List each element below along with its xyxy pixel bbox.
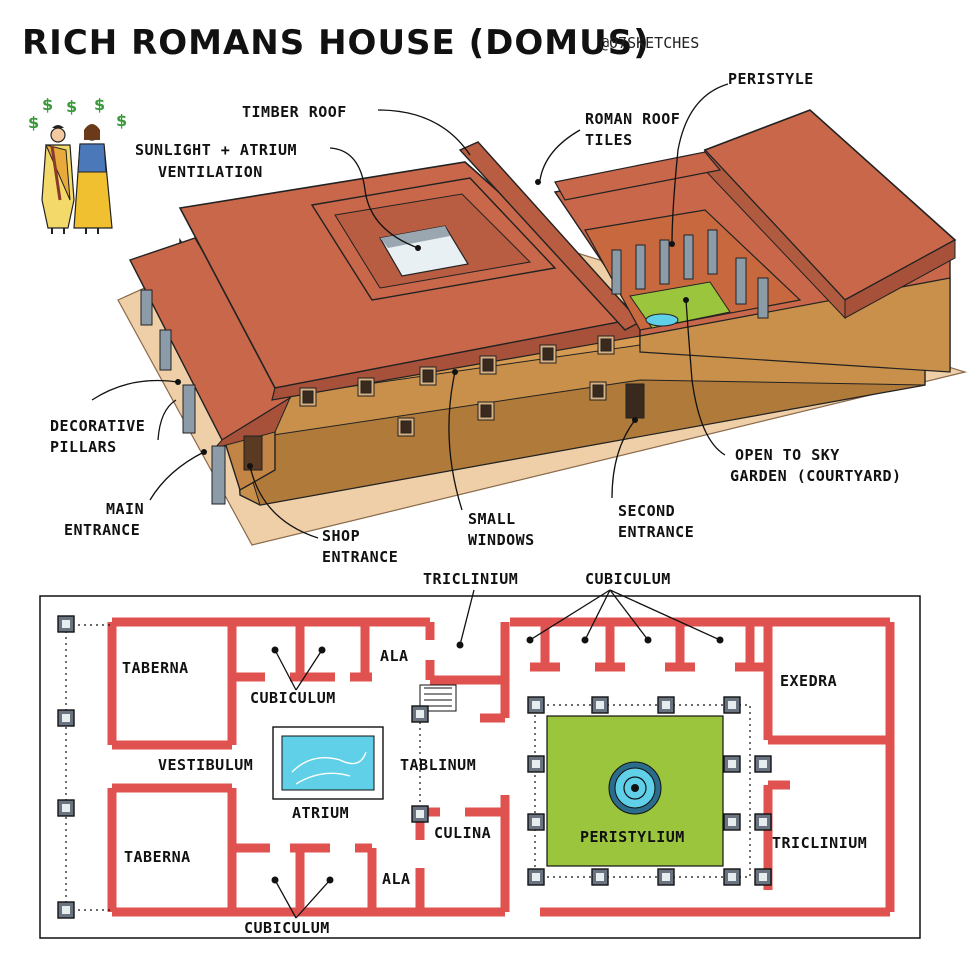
decorative-pillars [140,289,226,505]
label-main-entrance-1: MAIN [106,500,144,518]
plan-label-peristylium: PERISTYLIUM [580,828,685,846]
courtyard-fountain [645,313,679,327]
plan-label-vestibulum: VESTIBULUM [158,756,253,774]
label-decorative-1: DECORATIVE [50,417,145,435]
plan-label-taberna-bottom: TABERNA [124,848,191,866]
plan-label-cubiculum-bottom: CUBICULUM [244,919,330,937]
label-main-entrance-2: ENTRANCE [64,521,140,539]
plan-site-border [39,595,921,939]
svg-text:$: $ [42,95,53,114]
label-garden-2: GARDEN (COURTYARD) [730,467,902,485]
plan-label-taberna-top: TABERNA [122,659,189,677]
label-small-windows-2: WINDOWS [468,531,535,549]
label-decorative-2: PILLARS [50,438,117,456]
dollar-sign-icon: $ $ $ $ $ [28,95,127,132]
annotation-labels: TIMBER ROOF SUNLIGHT + ATRIUM VENTILATIO… [50,70,902,566]
floor-plan: TRICLINIUM CUBICULUM TABERNA ALA CUBICUL… [39,570,921,939]
label-timber-roof: TIMBER ROOF [242,103,347,121]
plan-label-cubiculum-left: CUBICULUM [250,689,336,707]
label-shop-entrance-1: SHOP [322,527,360,545]
label-roman-roof-2: TILES [585,131,633,149]
plan-label-triclinium-top: TRICLINIUM [423,570,518,588]
peristyle-columns [611,229,769,319]
plan-labels: TRICLINIUM CUBICULUM TABERNA ALA CUBICUL… [122,570,867,937]
plan-label-ala-top: ALA [380,647,409,665]
shop-entrance-door [243,435,263,471]
plan-leaders [271,589,724,919]
plan-label-triclinium-right: TRICLINIUM [772,834,867,852]
svg-text:$: $ [28,113,39,132]
plan-label-culina: CULINA [434,824,491,842]
label-garden-1: OPEN TO SKY [735,446,840,464]
plan-label-exedra: EXEDRA [780,672,837,690]
second-entrance-door [625,383,645,419]
label-peristyle: PERISTYLE [728,70,814,88]
plan-walls [107,617,895,917]
label-sunlight-1: SUNLIGHT + ATRIUM [135,141,297,159]
small-windows [299,335,615,437]
label-shop-entrance-2: ENTRANCE [322,548,398,566]
plan-label-cubiculum-top: CUBICULUM [585,570,671,588]
label-small-windows-1: SMALL [468,510,516,528]
plan-label-atrium: ATRIUM [292,804,349,822]
label-roman-roof-1: ROMAN ROOF [585,110,680,128]
plan-label-ala-bottom: ALA [382,870,411,888]
roman-couple-icon: $ $ $ $ $ [28,95,127,234]
label-sunlight-2: VENTILATION [158,163,263,181]
page-title: RICH ROMANS HOUSE (DOMUS) [22,23,650,63]
author-handle: @07SKETCHES [600,34,699,52]
svg-text:$: $ [66,97,77,116]
label-second-entrance-1: SECOND [618,502,675,520]
svg-text:$: $ [94,95,105,114]
plan-label-tablinum: TABLINUM [400,756,476,774]
label-second-entrance-2: ENTRANCE [618,523,694,541]
svg-text:$: $ [116,111,127,130]
domus-3d-illustration [117,109,968,546]
